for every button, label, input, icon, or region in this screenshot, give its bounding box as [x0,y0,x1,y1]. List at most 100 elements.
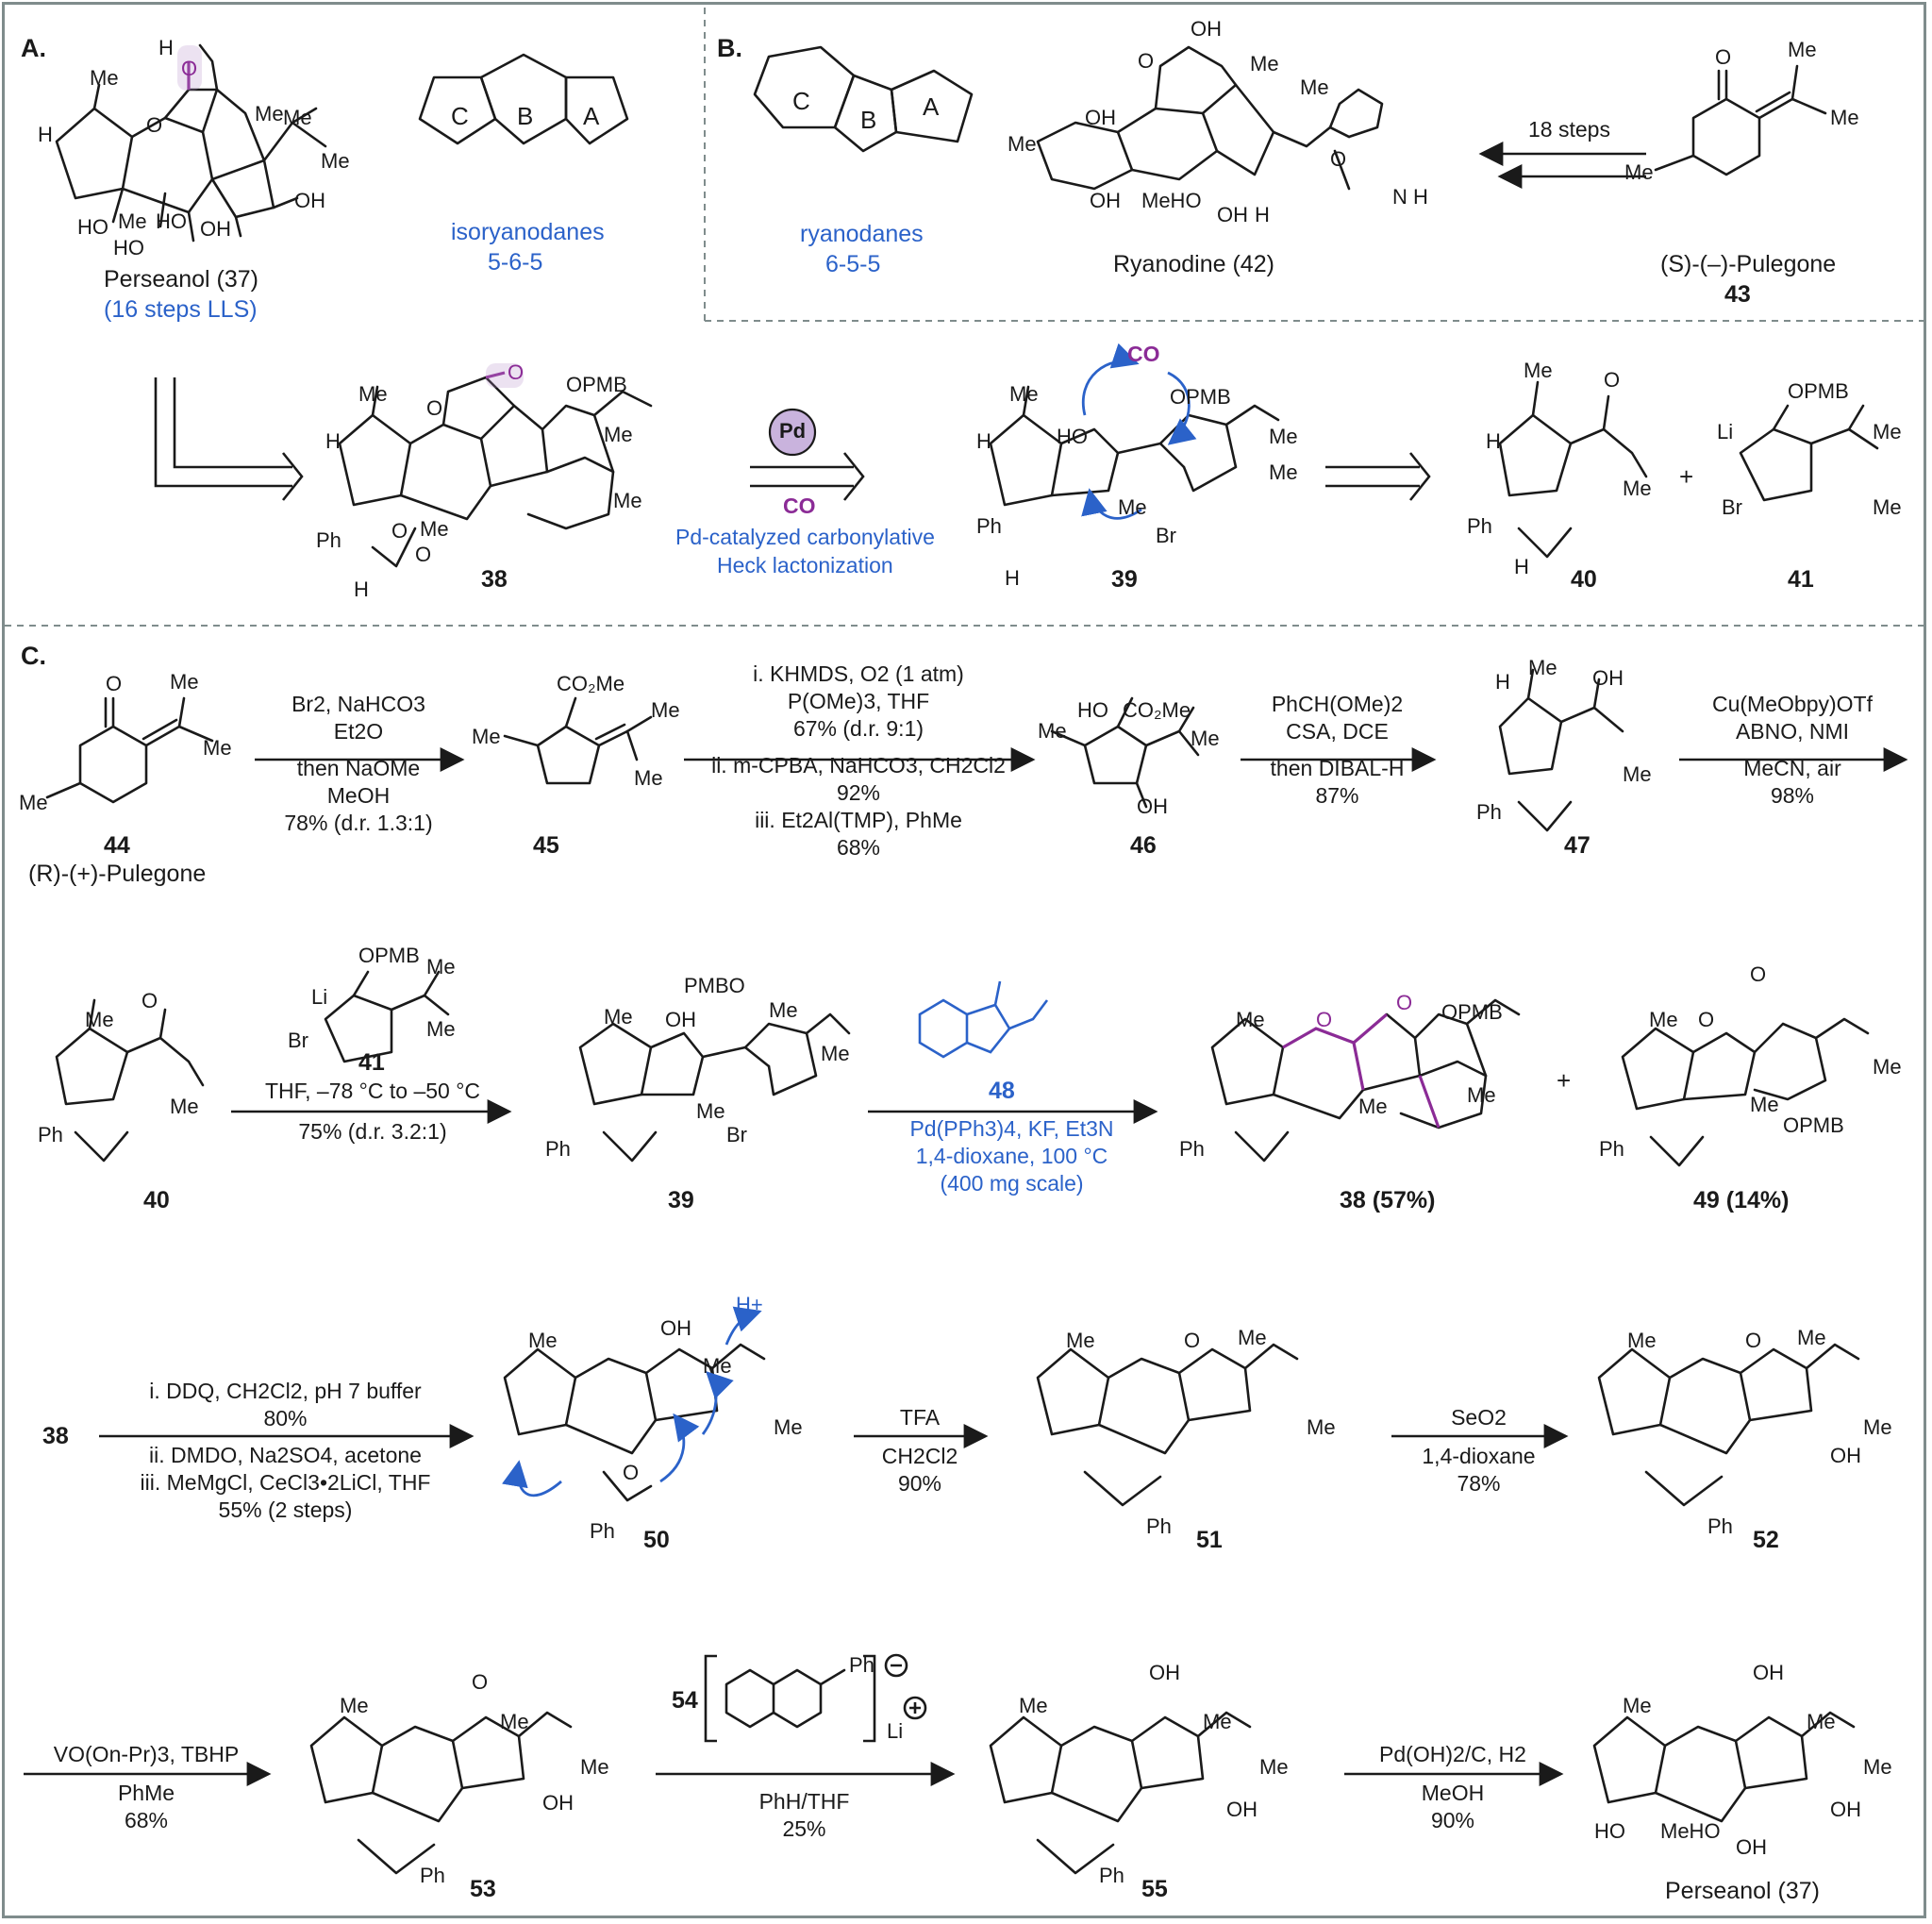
atom-me-38: Me [1236,1008,1265,1031]
alkene-arrow [701,1371,734,1435]
atom-oh-a1: OH [294,189,325,212]
pulegone-43-number: 43 [1724,281,1751,308]
reagent-41-number: 41 [358,1049,385,1076]
atom-o3-38r: O [391,519,408,543]
atom-me-53: Me [340,1694,369,1717]
ryanodane-rings [753,45,974,153]
compound-40-retro [1498,380,1648,559]
atom-ho-37: HO [1594,1819,1625,1843]
atom-oh-53: OH [542,1791,574,1815]
compound-51-number: 51 [1196,1527,1223,1553]
atom-me2-49: Me [1873,1055,1902,1079]
co-insertion-arrow [1081,343,1140,416]
atom-me4-39r: Me [1118,495,1147,519]
atom-ph-40: Ph [38,1123,63,1146]
compound-53-number: 53 [470,1876,496,1902]
atom-me-45: Me [472,725,501,748]
atom-me-b1: Me [1008,132,1037,156]
lactone-glow-38 [486,363,524,388]
atom-pmbo-39: PMBO [684,974,745,997]
section-a-label: A. [21,34,46,62]
atom-ph-51: Ph [1146,1514,1172,1538]
isoryanodanes-label: isoryanodanes [451,219,605,245]
atom-me-a3: Me [283,106,312,129]
atom-me2-55: Me [1203,1710,1232,1733]
atom-oh-b1: OH [1191,17,1222,41]
atom-ph-47: Ph [1476,800,1502,824]
atom-o-38r: O [426,396,443,420]
atom-h-39r: H [976,429,991,453]
atom-o-b1: O [1138,49,1155,73]
heck-arrow-39 [1081,488,1142,520]
perseanol-structure-c [1592,1711,1856,1823]
perseanol-steps: (16 steps LLS) [104,296,258,323]
atom-opmb-41: OPMB [358,944,420,967]
atom-opmb-38: OPMB [1441,1000,1503,1024]
atom-o2-49: O [1698,1008,1715,1031]
atom-me-a1: Me [90,66,119,90]
atom-me-a4: Me [321,149,350,173]
atom-oh-b3: OH [1090,189,1121,212]
atom-ho-a1: HO [77,215,108,239]
ryanodanes-label: ryanodanes [800,221,924,247]
atom-oh-47: OH [1592,666,1624,690]
atom-me-55: Me [1019,1694,1048,1717]
compound-55-structure [989,1711,1252,1875]
conditions-step5: THF, –78 °C to –50 °C 75% (d.r. 3.2:1) [264,1079,481,1144]
atom-me3-52: Me [1863,1415,1892,1439]
atom-br-39: Br [726,1123,747,1146]
atom-me2-47: Me [1623,762,1652,786]
atom-oh2-37: OH [1830,1798,1861,1821]
atom-oh-b2: OH [1085,106,1116,129]
atom-h-38r: H [325,429,341,453]
atom-opmb-38r: OPMB [566,373,627,396]
atom-me-44: Me [170,670,199,694]
atom-me3-39r: Me [1269,460,1298,484]
atom-me2-44: Me [203,736,232,760]
reagent-54-number: 54 [672,1687,698,1714]
ring-b-label-b: B [860,106,877,134]
ring-a-label-b: A [923,92,940,121]
atom-opmb-49: OPMB [1783,1113,1844,1137]
atom-oh-b4: OH [1217,203,1248,226]
atom-me3-51: Me [1307,1415,1336,1439]
compound-38-retro [338,376,653,568]
atom-me-40r: Me [1524,359,1553,382]
atom-me-41: Me [426,955,456,979]
atom-me3-44: Me [19,791,48,814]
compound-41-retro-label: 41 [1788,566,1814,593]
ring-c-label-b: C [792,87,810,115]
atom-me2-40: Me [170,1095,199,1118]
atom-me2-39: Me [769,998,798,1022]
atom-me2-40r: Me [1623,477,1652,500]
atom-li-41: Li [311,985,328,1009]
atom-o-44: O [106,672,123,695]
compound-39-retro-label: 39 [1111,566,1138,593]
perseanol-final-name: Perseanol (37) [1665,1878,1820,1904]
atom-oh-39: OH [665,1008,696,1031]
lactone-highlight-38 [485,371,506,379]
row3-start-38: 38 [42,1423,69,1449]
atom-me2-39r: Me [1269,425,1298,448]
atom-br-39r: Br [1156,524,1176,547]
co-label-39: CO [1127,342,1160,366]
atom-oh3-37: OH [1736,1835,1767,1859]
compound-52-number: 52 [1753,1527,1779,1553]
atom-me4-38r: Me [420,517,449,541]
atom-o-38: O [1316,1008,1333,1031]
compound-45-structure [503,696,653,785]
atom-me-b5: Me [1788,38,1817,61]
compound-50-number: 50 [643,1527,670,1553]
atom-me-b7: Me [1624,160,1654,184]
bracket-right-54 [863,1654,876,1743]
perseanol-oh-glow [177,45,202,91]
atom-ho-a3: HO [113,236,144,259]
compound-49-structure [1621,1017,1870,1167]
benzoyl-arrow-2 [659,1413,700,1483]
pulegone-43-name: (S)-(–)-Pulegone [1660,251,1837,277]
compound-38-yield: 38 (57%) [1340,1187,1436,1213]
